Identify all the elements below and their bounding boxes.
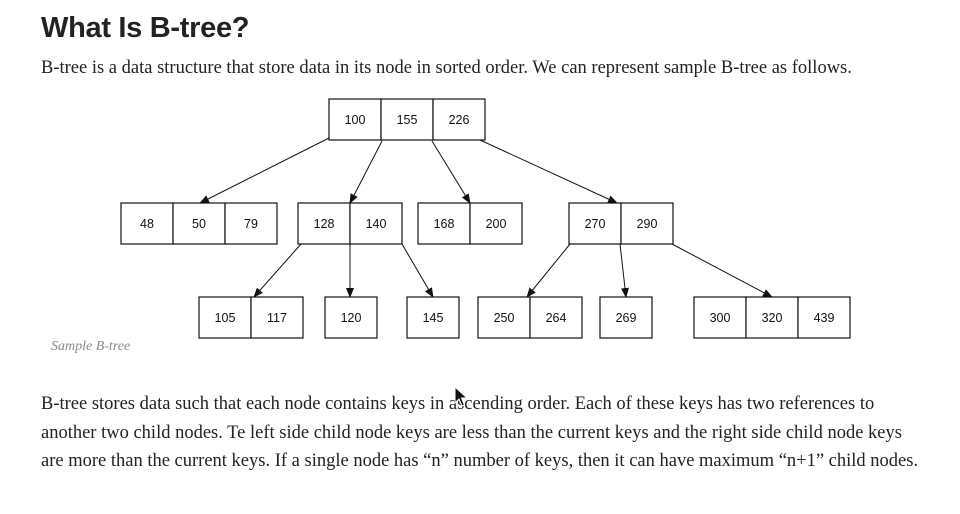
tree-edge — [431, 140, 471, 204]
key-cell — [469, 202, 523, 245]
key-label: 200 — [486, 217, 507, 231]
key-cell — [529, 296, 583, 339]
leaf-node: 120 — [324, 296, 378, 339]
leaf-node: 145 — [406, 296, 460, 339]
key-label: 105 — [215, 311, 236, 325]
key-cell — [324, 296, 378, 339]
tree-edge — [479, 139, 618, 204]
key-label: 264 — [546, 311, 567, 325]
key-label: 120 — [341, 311, 362, 325]
key-cell — [380, 98, 434, 141]
key-label: 145 — [423, 311, 444, 325]
tree-edge — [526, 243, 571, 298]
key-cell — [224, 202, 278, 245]
tree-edges — [199, 137, 773, 298]
key-label: 128 — [314, 217, 335, 231]
root-node: 100 155 226 — [328, 98, 486, 141]
key-label: 439 — [814, 311, 835, 325]
key-label: 270 — [585, 217, 606, 231]
key-label: 48 — [140, 217, 154, 231]
key-cell — [745, 296, 799, 339]
tree-edge — [671, 243, 773, 298]
internal-node: 48 50 79 — [120, 202, 278, 245]
key-cell — [349, 202, 403, 245]
key-label: 50 — [192, 217, 206, 231]
key-label: 320 — [762, 311, 783, 325]
internal-node: 270 290 — [568, 202, 674, 245]
key-label: 155 — [397, 113, 418, 127]
key-cell — [599, 296, 653, 339]
intro-paragraph: B-tree is a data structure that store da… — [41, 58, 852, 78]
tree-edge — [401, 243, 434, 298]
figure-caption: Sample B-tree — [51, 339, 131, 354]
leaf-node: 300 320 439 — [693, 296, 851, 339]
key-cell — [620, 202, 674, 245]
key-cell — [797, 296, 851, 339]
key-cell — [172, 202, 226, 245]
internal-node: 128 140 — [297, 202, 403, 245]
key-cell — [568, 202, 622, 245]
tree-edge — [253, 243, 302, 298]
mouse-cursor-icon — [454, 386, 468, 407]
key-cell — [297, 202, 351, 245]
key-cell — [432, 98, 486, 141]
leaf-node: 269 — [599, 296, 653, 339]
tree-edge — [199, 137, 330, 204]
leaf-node: 105 117 — [198, 296, 304, 339]
key-cell — [406, 296, 460, 339]
key-label: 290 — [637, 217, 658, 231]
key-cell — [120, 202, 174, 245]
body-paragraph: B-tree stores data such that each node c… — [41, 394, 919, 471]
key-label: 79 — [244, 217, 258, 231]
key-label: 100 — [345, 113, 366, 127]
leaf-node: 250 264 — [477, 296, 583, 339]
key-cell — [417, 202, 471, 245]
internal-node: 168 200 — [417, 202, 523, 245]
key-label: 168 — [434, 217, 455, 231]
key-label: 226 — [449, 113, 470, 127]
tree-edge — [619, 243, 629, 298]
key-label: 250 — [494, 311, 515, 325]
key-label: 117 — [267, 311, 287, 325]
key-label: 269 — [616, 311, 637, 325]
page-title: What Is B-tree? — [41, 12, 250, 44]
tree-edge — [349, 140, 383, 204]
key-label: 300 — [710, 311, 731, 325]
key-label: 140 — [366, 217, 387, 231]
key-cell — [250, 296, 304, 339]
